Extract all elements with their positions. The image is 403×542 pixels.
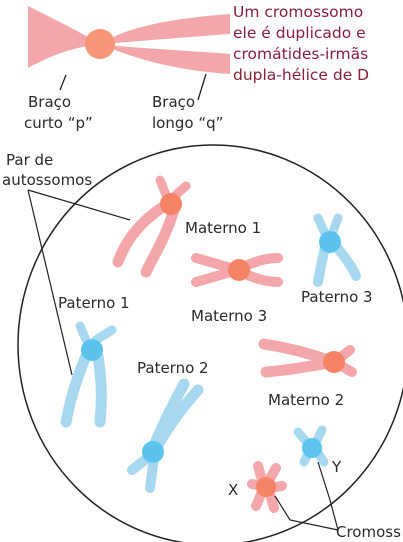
autosome-pair-label-2: autossomos	[2, 171, 92, 189]
label-paterno-3: Paterno 3	[301, 288, 373, 306]
label-y: Y	[331, 458, 342, 476]
intro-line-3: cromátides-irmãs	[233, 45, 368, 63]
intro-line-1: Um cromossomo	[233, 3, 363, 21]
label-paterno-1: Paterno 1	[58, 294, 130, 312]
chromosome-x	[247, 461, 287, 513]
top-chromatid-right	[28, 6, 230, 74]
intro-text: Um cromossomo ele é duplicado e cromátid…	[233, 3, 369, 84]
chromosome-materno-3	[191, 253, 283, 287]
top-chromosome	[28, 6, 230, 74]
nucleus-outline	[17, 144, 403, 542]
label-x: X	[228, 481, 238, 499]
chromosome-y	[293, 425, 329, 467]
short-arm-label-2: curto “p”	[24, 114, 93, 132]
top-centromere	[85, 29, 115, 59]
chromosome-materno-2	[258, 338, 357, 378]
autosome-pair-label-1: Par de	[6, 151, 53, 169]
top-chromatid-left	[28, 6, 230, 68]
sex-pointer-y	[317, 461, 339, 531]
label-materno-3: Materno 3	[191, 307, 267, 325]
label-materno-1: Materno 1	[185, 219, 261, 237]
chromosome-paterno-3	[313, 213, 361, 287]
sex-pointer-x	[274, 495, 339, 531]
chromosome-paterno-2	[127, 378, 204, 493]
autosome-pointer-maternal	[27, 189, 131, 221]
chromosome-materno-1	[112, 175, 191, 278]
short-arm-label-1: Braço	[28, 93, 71, 111]
chromosome-paterno-1	[60, 321, 117, 428]
long-arm-label-2: longo “q”	[152, 114, 223, 132]
long-arm-pointer	[197, 73, 207, 101]
intro-line-2: ele é duplicado e	[233, 24, 366, 42]
label-sex-chromosomes: Cromoss	[336, 523, 401, 541]
intro-line-4: dupla-hélice de D	[233, 66, 369, 84]
long-arm-label-1: Braço	[152, 93, 195, 111]
short-arm-pointer	[59, 74, 67, 91]
autosome-pointer-paternal	[27, 189, 73, 376]
label-paterno-2: Paterno 2	[137, 359, 209, 377]
label-materno-2: Materno 2	[268, 391, 344, 409]
